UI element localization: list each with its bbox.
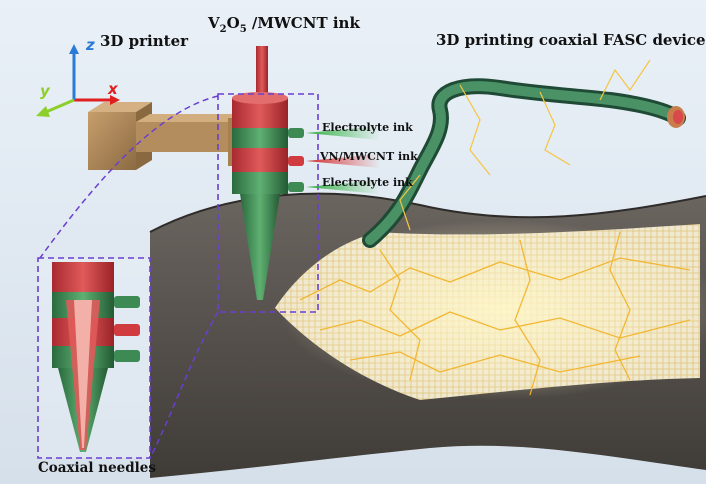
ink-label-v: V [208, 14, 220, 32]
printer-label: 3D printer [100, 32, 189, 50]
electrolyte-arrow-bottom [306, 180, 380, 194]
axis-x-label: x [108, 80, 118, 98]
substrate-edge [149, 192, 706, 233]
inset-connector-top [39, 95, 219, 259]
coaxial-needles-label: Coaxial needles [38, 460, 156, 476]
ink-label-sub5: 5 [239, 24, 247, 35]
fiber-lightning [399, 59, 651, 231]
vn-mwcnt-ink-label: VN/MWCNT ink [320, 150, 418, 163]
coaxial-nozzle [232, 46, 304, 300]
coordinate-axes [36, 44, 120, 117]
printer-head-block [88, 102, 252, 170]
device-label: 3D printing coaxial FASC device [436, 31, 706, 49]
mesh-glow [280, 220, 706, 400]
ink-label-sub2: 2 [219, 24, 227, 35]
coaxial-needles-inset [38, 258, 150, 458]
vn-ink-arrow [306, 154, 380, 168]
nozzle-highlight-box [217, 93, 319, 313]
main-ink-label: V2O5 /MWCNT ink [208, 14, 360, 35]
fiber-end-core [667, 106, 685, 128]
ink-label-o: O [226, 14, 240, 32]
lightning-traces [299, 231, 691, 396]
inset-box [37, 257, 151, 459]
fiber-highlight [365, 81, 683, 245]
inset-connector-bottom [149, 311, 219, 459]
electrolyte-ink-bottom-label: Electrolyte ink [322, 176, 413, 189]
axis-y-label: y [40, 82, 50, 100]
electrolyte-ink-top-label: Electrolyte ink [322, 121, 413, 134]
ink-label-suffix: /MWCNT ink [246, 14, 360, 32]
electrolyte-arrow-top [306, 126, 380, 140]
axis-z-label: z [86, 36, 95, 54]
